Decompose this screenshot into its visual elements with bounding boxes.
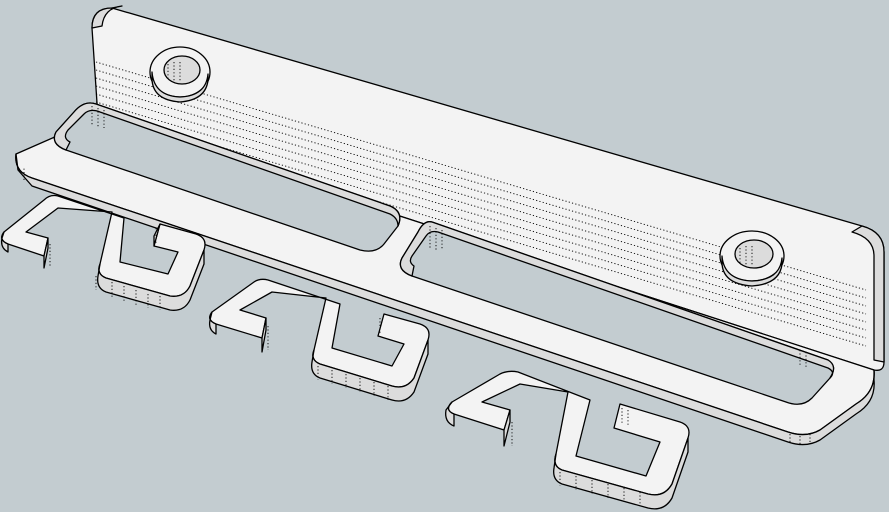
hook-2[interactable]: [208, 278, 430, 402]
mount-hole-left[interactable]: [149, 46, 211, 103]
back-plate[interactable]: [91, 5, 885, 371]
hook-1[interactable]: [0, 194, 206, 311]
mount-hole-right[interactable]: [719, 230, 785, 287]
slot-left[interactable]: [53, 102, 401, 252]
slot-right[interactable]: [399, 221, 835, 405]
hook-3[interactable]: [445, 370, 690, 510]
